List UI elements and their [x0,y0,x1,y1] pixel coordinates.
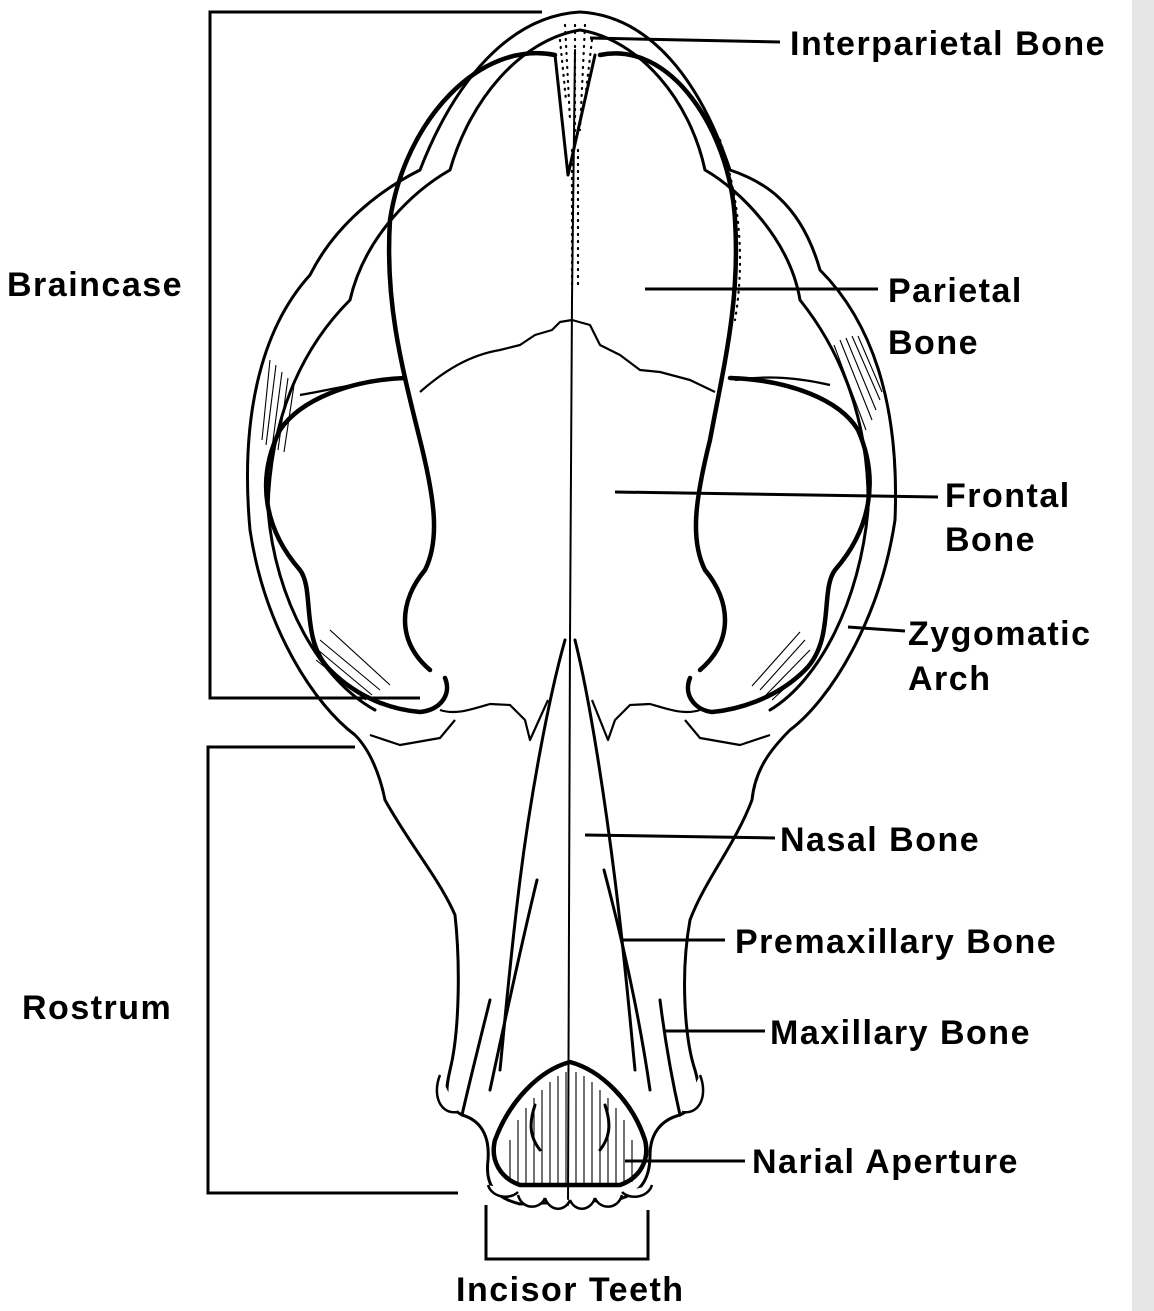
label-zygomatic-arch-line2: Arch [908,660,991,698]
label-nasal-bone: Nasal Bone [780,821,980,859]
label-braincase: Braincase [7,266,183,304]
label-frontal-bone-line1: Frontal [945,477,1071,515]
label-premaxillary-bone: Premaxillary Bone [735,923,1057,961]
label-maxillary-bone: Maxillary Bone [770,1014,1031,1052]
label-rostrum: Rostrum [22,989,172,1027]
orbits [266,378,870,712]
rostrum-bones [462,640,680,1115]
label-incisor-teeth: Incisor Teeth [456,1271,685,1309]
label-zygomatic-arch-line1: Zygomatic [908,615,1092,653]
incisor-teeth-bracket [486,1205,648,1259]
temporal-ridges [389,53,736,670]
rostrum-bracket [208,747,458,1193]
label-parietal-bone-line2: Bone [888,324,979,362]
midline-suture [568,50,575,1205]
label-narial-aperture: Narial Aperture [752,1143,1019,1181]
narial-aperture-shape [494,1062,647,1185]
scan-edge-strip [1132,0,1154,1311]
label-interparietal-bone: Interparietal Bone [790,25,1106,63]
label-parietal-bone-line1: Parietal [888,272,1023,310]
leader-zygomatic [848,627,905,631]
braincase-bracket [210,12,542,698]
frontoparietal-suture [300,320,830,395]
leader-interparietal [590,38,780,42]
incisor-teeth-shapes [437,1075,703,1209]
leader-nasal [585,835,775,838]
label-frontal-bone-line2: Bone [945,521,1036,559]
leader-frontal [615,492,938,497]
